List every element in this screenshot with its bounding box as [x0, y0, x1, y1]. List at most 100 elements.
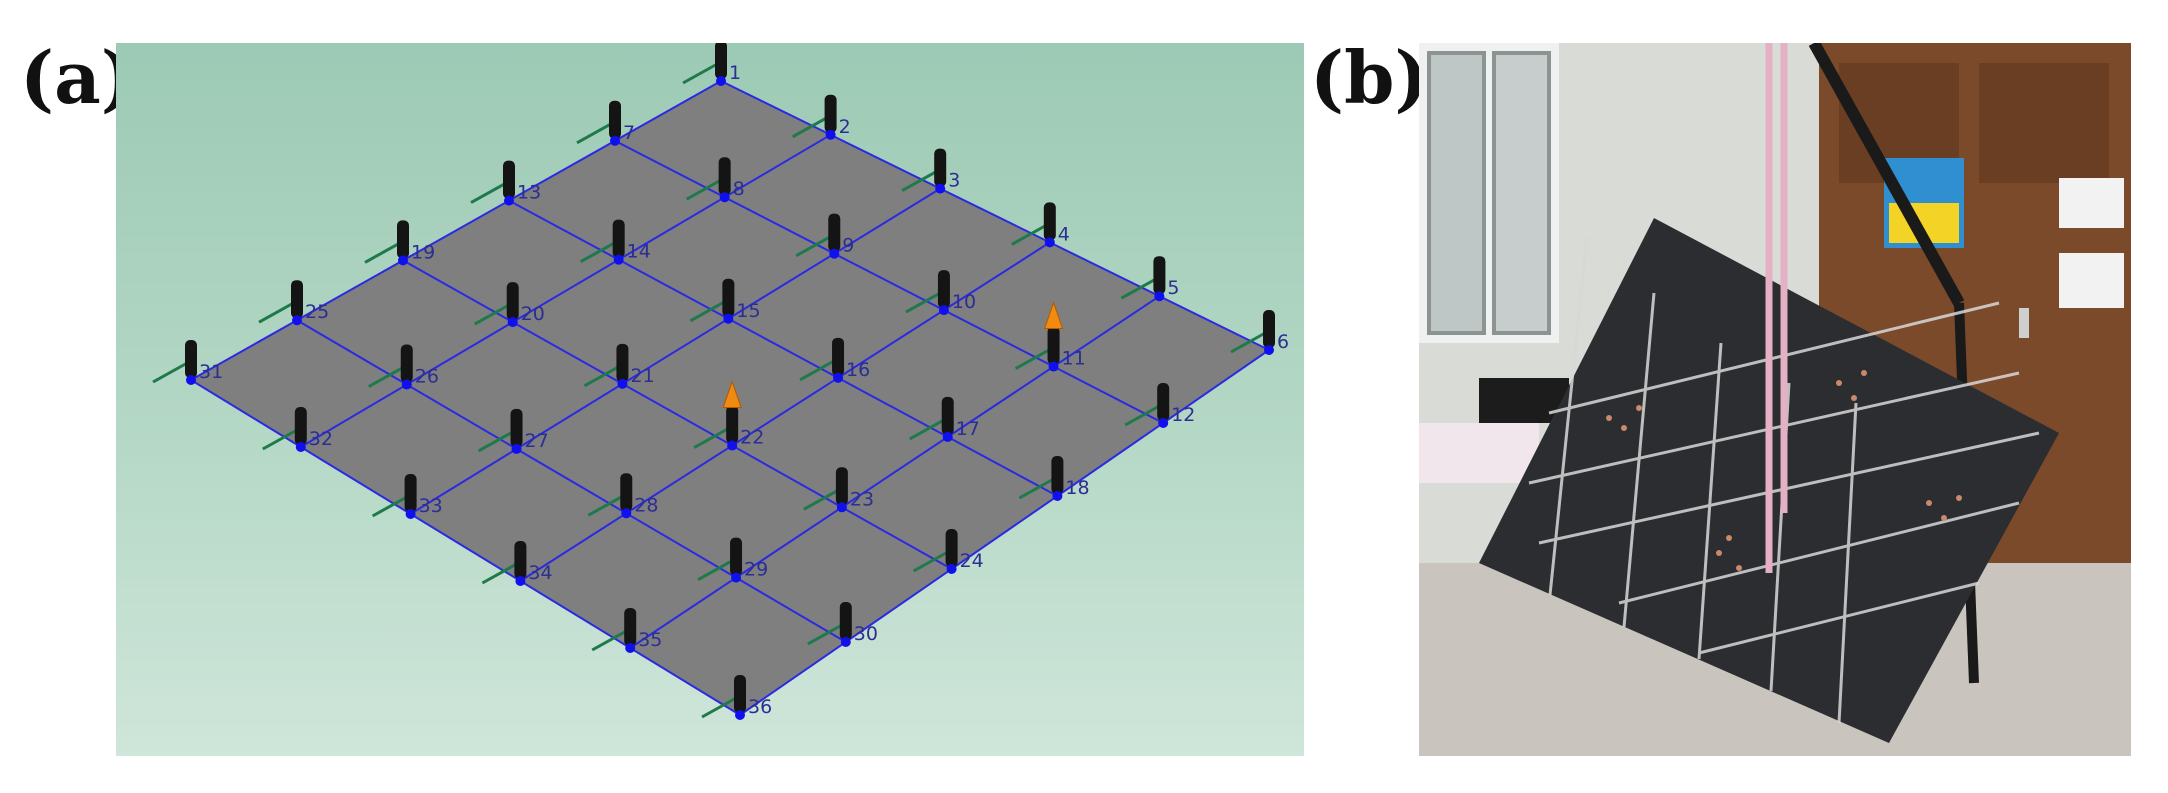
node-number-label: 7	[623, 122, 635, 144]
sensor-axis	[689, 299, 728, 323]
grid-node	[295, 442, 306, 452]
notice-paper	[2059, 253, 2124, 308]
accelerometer-icon	[828, 213, 841, 252]
node-number-label: 5	[1167, 277, 1179, 299]
sensor-axis	[473, 302, 512, 326]
node-number-label: 9	[842, 235, 854, 257]
grid-node	[186, 375, 196, 385]
grid-node	[935, 183, 946, 194]
sensor-axis	[477, 429, 516, 453]
grid-node	[829, 248, 840, 259]
grid-line	[739, 349, 1270, 716]
accelerometer-icon	[839, 602, 852, 640]
accelerometer-icon	[945, 529, 958, 567]
grid-node	[1154, 291, 1165, 302]
window-pane-left	[1427, 51, 1486, 335]
node-number-label: 34	[528, 562, 552, 584]
accelerometer-icon	[941, 396, 954, 435]
accelerometer-icon	[722, 278, 735, 317]
sensor-axis	[1018, 476, 1057, 500]
grid-node	[405, 509, 416, 519]
accelerometer-icon	[397, 220, 409, 259]
node-number-label: 18	[1065, 477, 1089, 499]
sensor-axis	[807, 622, 845, 646]
accelerometer-icon	[291, 280, 303, 319]
grid-node	[1052, 491, 1063, 501]
grid-node	[511, 443, 522, 454]
node-number-label: 16	[846, 359, 870, 381]
node-number-label: 2	[839, 116, 851, 138]
grid-node	[621, 508, 632, 519]
accelerometer-icon	[294, 407, 307, 445]
grid-line	[190, 379, 741, 716]
accelerometer-icon	[514, 541, 527, 579]
sensor-axis	[152, 360, 190, 384]
grid-node	[938, 305, 949, 316]
door-panel	[1979, 63, 2109, 183]
photo-illustration	[1419, 43, 2131, 756]
accelerometer-icon	[835, 467, 848, 506]
node-number-label: 32	[309, 428, 333, 450]
grid-node	[515, 576, 526, 586]
accelerometer-icon	[503, 160, 515, 199]
grid-node	[292, 315, 302, 326]
grid-node	[1048, 361, 1059, 372]
sensor-axis	[901, 169, 939, 192]
grid-node	[735, 710, 745, 720]
node-number-label: 19	[411, 241, 435, 263]
stand-frame	[1808, 43, 1965, 306]
accelerometer-icon	[934, 148, 947, 187]
sensor-axis	[579, 240, 618, 263]
chalk-grid	[1528, 235, 2040, 724]
sensor-axis	[591, 628, 629, 652]
sensor-axis	[905, 290, 943, 314]
grid-node	[1264, 345, 1274, 355]
node-number-label: 33	[419, 495, 443, 517]
grid-node	[833, 372, 844, 383]
accelerometer-icon	[609, 100, 621, 139]
grid-line	[519, 241, 1051, 582]
node-number-label: 20	[521, 303, 545, 325]
sensor-axis	[697, 558, 735, 581]
sensor-axis	[371, 494, 410, 518]
sensor-axis	[587, 493, 626, 517]
accelerometer-icon	[832, 337, 845, 376]
grid-node	[398, 255, 408, 266]
node-number-label: 17	[956, 418, 980, 440]
node-number-label: 15	[736, 300, 760, 322]
node-number-label: 28	[634, 494, 658, 516]
sensor-axis	[803, 487, 841, 511]
grid-line	[629, 295, 1160, 649]
accelerometer-icon	[1051, 456, 1064, 494]
node-number-label: 31	[199, 361, 223, 383]
accelerometer-icon	[734, 675, 746, 713]
grid-node	[613, 254, 624, 265]
grid-node	[1158, 418, 1169, 428]
sensor-axis	[682, 61, 720, 85]
accelerometer-icon	[510, 408, 523, 447]
accelerometer-icon	[1047, 326, 1060, 365]
node-number-label: 10	[952, 291, 976, 313]
node-number-label: 24	[960, 550, 984, 572]
measurement-dots	[1606, 370, 1962, 571]
notice-paper	[2059, 178, 2124, 228]
sensor-axis	[701, 695, 739, 719]
accelerometer-icon	[400, 344, 413, 383]
sensor-axis	[481, 561, 520, 585]
node-number-label: 29	[744, 559, 768, 581]
sensor-axis	[364, 241, 402, 264]
node-number-label: 1	[729, 62, 741, 84]
accelerometer-icon	[937, 270, 950, 309]
node-number-label: 6	[1277, 331, 1289, 353]
panel-b-label: (b)	[1310, 35, 1429, 120]
grid-node	[840, 637, 851, 647]
sensor-axis	[583, 364, 622, 388]
accelerometer-icon	[616, 343, 629, 382]
grid-node	[507, 317, 518, 328]
grid-node	[727, 440, 738, 451]
node-number-label: 12	[1171, 404, 1195, 426]
accelerometer-icon	[404, 474, 417, 512]
sensor-axis	[1124, 403, 1162, 427]
node-number-label: 30	[854, 623, 878, 645]
sensor-axis	[908, 417, 947, 441]
